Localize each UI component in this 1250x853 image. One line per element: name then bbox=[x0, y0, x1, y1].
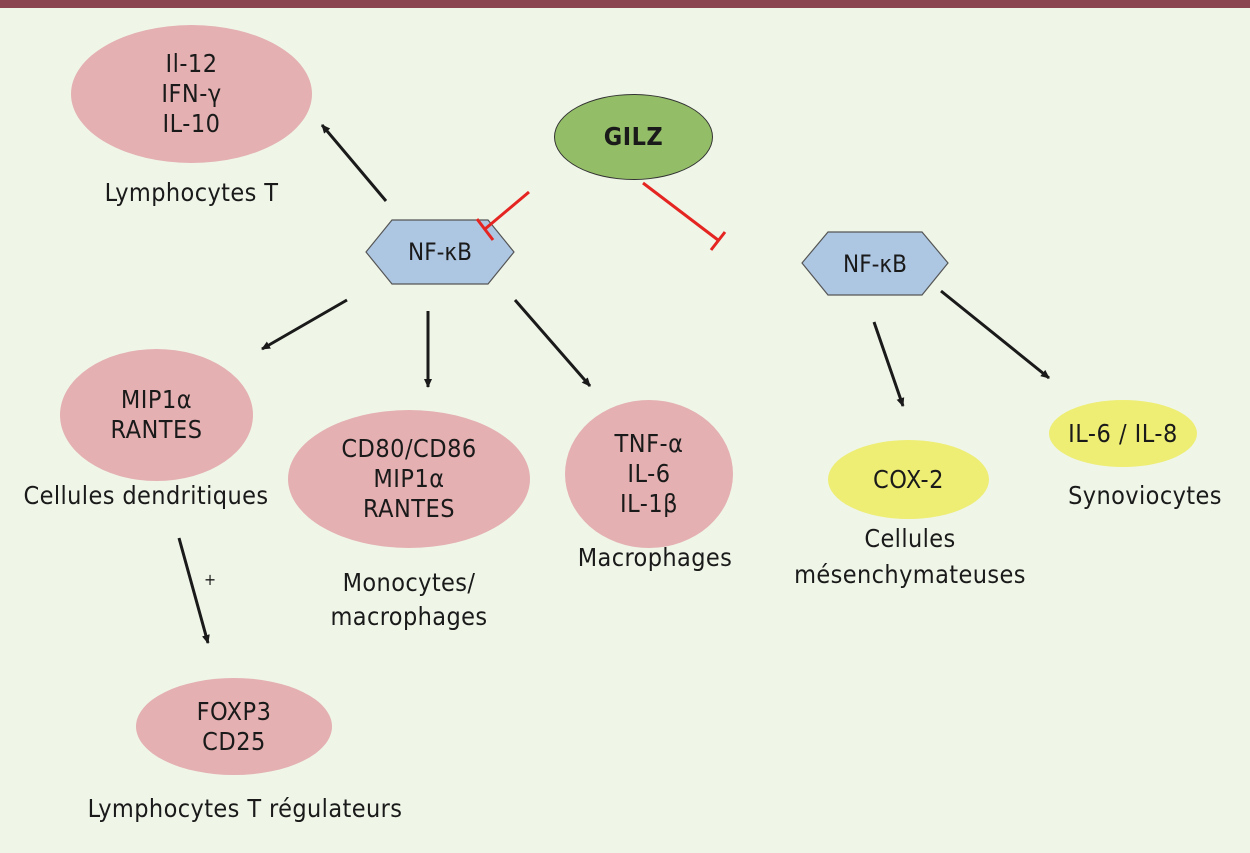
gilz-label: GILZ bbox=[603, 122, 664, 151]
monocytes-node: CD80/CD86 MIP1α RANTES bbox=[288, 410, 530, 548]
nfkb-left-label: NF-κB bbox=[408, 238, 472, 266]
lymphocytes-t-caption: Lymphocytes T bbox=[104, 178, 279, 207]
mesenchymal-node: COX-2 bbox=[828, 440, 989, 519]
inhibition-edge-gilz-nfkb-right bbox=[642, 181, 727, 251]
cytokine-ifn-gamma: IFN-γ bbox=[161, 79, 222, 108]
marker-cox2: COX-2 bbox=[873, 464, 944, 494]
tregs-node: FOXP3 CD25 bbox=[136, 678, 332, 775]
mesenchymal-caption-line-1: Cellules bbox=[864, 524, 956, 553]
monocytes-caption-line-2: macrophages bbox=[330, 602, 488, 631]
monocytes-caption: Monocytes/ macrophages bbox=[288, 566, 530, 634]
arrow-nfkb-to-macrophages bbox=[513, 299, 592, 387]
nfkb-right-node: NF-κB bbox=[802, 232, 948, 295]
synoviocytes-node: IL-6 / IL-8 bbox=[1049, 400, 1197, 467]
nfkb-left-node: NF-κB bbox=[366, 220, 514, 284]
lymphocytes-t-node: Il-12 IFN-γ IL-10 bbox=[71, 25, 312, 163]
monocytes-caption-line-1: Monocytes/ bbox=[342, 568, 476, 597]
marker-rantes: RANTES bbox=[362, 494, 456, 523]
marker-foxp3: FOXP3 bbox=[196, 696, 272, 726]
arrow-nfkb-to-synoviocytes bbox=[940, 289, 1050, 380]
arrow-nfkb-to-dendritic bbox=[261, 298, 348, 351]
marker-mip1a: MIP1α bbox=[120, 385, 193, 414]
cytokine-il10: IL-10 bbox=[162, 109, 221, 138]
cytokine-il6: IL-6 bbox=[627, 459, 671, 488]
nfkb-left-shape bbox=[365, 219, 515, 285]
activation-plus-label: + bbox=[204, 570, 217, 589]
nfkb-right-label: NF-κB bbox=[843, 249, 907, 278]
arrow-dendritic-to-tregs bbox=[177, 537, 210, 644]
nfkb-right-shape bbox=[801, 231, 949, 296]
arrow-nfkb-to-lymphocytes-t bbox=[320, 124, 388, 202]
mesenchymal-caption-line-2: mésenchymateuses bbox=[794, 560, 1026, 589]
gilz-node: GILZ bbox=[554, 94, 713, 180]
marker-rantes: RANTES bbox=[110, 415, 203, 444]
cytokine-tnf-alpha: TNF-α bbox=[614, 429, 684, 458]
dendritic-caption: Cellules dendritiques bbox=[23, 481, 269, 510]
arrow-nfkb-to-mesenchymal bbox=[872, 321, 905, 407]
macrophages-node: TNF-α IL-6 IL-1β bbox=[565, 400, 733, 548]
header-bar bbox=[0, 0, 1250, 8]
tregs-caption: Lymphocytes T régulateurs bbox=[87, 794, 403, 823]
marker-cd80-cd86: CD80/CD86 bbox=[341, 434, 477, 463]
macrophages-caption: Macrophages bbox=[577, 543, 733, 572]
dendritic-node: MIP1α RANTES bbox=[60, 349, 253, 481]
cytokine-il1-beta: IL-1β bbox=[620, 489, 678, 518]
mesenchymal-caption: Cellules mésenchymateuses bbox=[780, 521, 1040, 593]
cytokine-il6-il8: IL-6 / IL-8 bbox=[1068, 418, 1178, 448]
cytokine-il12: Il-12 bbox=[165, 49, 218, 78]
synoviocytes-caption: Synoviocytes bbox=[1068, 481, 1222, 510]
inhibition-edge-gilz-nfkb-left bbox=[475, 190, 530, 241]
marker-mip1a: MIP1α bbox=[373, 464, 445, 493]
marker-cd25: CD25 bbox=[202, 726, 266, 756]
